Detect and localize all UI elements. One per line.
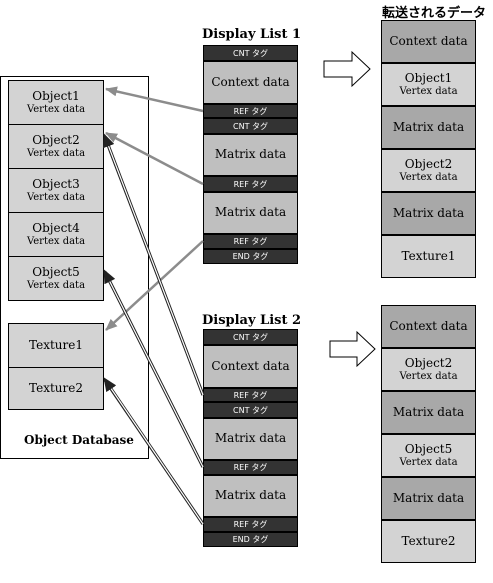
ref-arrow-dl2-object5 <box>103 269 205 468</box>
dl1-cnt-tag: CNT タグ <box>203 45 298 61</box>
dl2-end-tag: END タグ <box>203 532 298 547</box>
object-database-frame <box>0 76 149 459</box>
out2-object5: Object5 Vertex data <box>381 434 476 477</box>
db-texture1: Texture1 <box>8 323 104 368</box>
out1-object1: Object1 Vertex data <box>381 63 476 106</box>
dl2-matrix-data-2: Matrix data <box>203 475 298 517</box>
out2-matrix-data-2-label: Matrix data <box>392 490 465 505</box>
out2-matrix-data-1: Matrix data <box>381 391 476 434</box>
out1-context-data: Context data <box>381 20 476 63</box>
out2-texture2: Texture2 <box>381 520 476 563</box>
dl1-matrix-data-2: Matrix data <box>203 192 298 234</box>
out2-matrix-data-1-label: Matrix data <box>392 404 465 419</box>
out1-object2-name: Object2 <box>404 156 453 171</box>
db-object1-sub: Vertex data <box>26 103 86 115</box>
out2-object2-name: Object2 <box>404 355 453 370</box>
db-object4-sub: Vertex data <box>26 235 86 247</box>
transfer-arrow-2 <box>329 330 376 368</box>
out2-object2: Object2 Vertex data <box>381 348 476 391</box>
out2-matrix-data-2: Matrix data <box>381 477 476 520</box>
ref-arrow-dl1-object2 <box>105 131 204 186</box>
dl2-cnt-tag: CNT タグ <box>203 329 298 345</box>
db-texture1-name: Texture1 <box>29 337 83 352</box>
dl2-ref-tag-2: REF タグ <box>203 460 298 475</box>
dl2-ref-tag-1: REF タグ <box>203 388 298 402</box>
out1-matrix-data-2-label: Matrix data <box>392 205 465 220</box>
db-object1-name: Object1 <box>32 88 80 103</box>
db-object3-sub: Vertex data <box>26 191 86 203</box>
object-database-title: Object Database <box>24 433 134 447</box>
db-object5-sub: Vertex data <box>26 279 86 291</box>
ref-arrow-dl1-texture1 <box>105 240 204 331</box>
dl1-matrix-data-1: Matrix data <box>203 134 298 176</box>
out1-object1-sub: Vertex data <box>399 85 458 97</box>
transfer-arrow-1 <box>323 50 371 88</box>
display-list-2-title: Display List 2 <box>202 313 302 328</box>
ref-arrow-dl2-object2 <box>103 133 205 396</box>
out1-context-data-label: Context data <box>389 33 468 48</box>
db-object4-name: Object4 <box>32 220 80 235</box>
dl1-ref-tag-2: REF タグ <box>203 176 298 192</box>
out2-object2-sub: Vertex data <box>399 370 458 382</box>
db-texture2: Texture2 <box>8 367 104 410</box>
dl2-matrix-data-1: Matrix data <box>203 418 298 460</box>
db-object5-name: Object5 <box>32 264 80 279</box>
display-list-1-title: Display List 1 <box>202 27 302 42</box>
ref-arrow-dl2-texture2 <box>103 377 205 525</box>
transfer-data-title: 転送されるデータ <box>382 6 487 21</box>
db-object2-name: Object2 <box>32 132 80 147</box>
out2-context-data-label: Context data <box>389 318 468 333</box>
out2-object5-sub: Vertex data <box>399 456 458 468</box>
dl2-ref-tag-3: REF タグ <box>203 517 298 532</box>
out2-context-data: Context data <box>381 305 476 348</box>
db-object2-sub: Vertex data <box>26 147 86 159</box>
out1-texture1: Texture1 <box>381 235 476 278</box>
out1-matrix-data-2: Matrix data <box>381 192 476 235</box>
dl2-context-data: Context data <box>203 345 298 388</box>
out1-matrix-data-1-label: Matrix data <box>392 119 465 134</box>
dl1-context-data: Context data <box>203 61 298 104</box>
dl1-ref-tag-1: REF タグ <box>203 104 298 118</box>
out1-texture1-label: Texture1 <box>401 248 456 263</box>
out1-object2: Object2 Vertex data <box>381 149 476 192</box>
out1-matrix-data-1: Matrix data <box>381 106 476 149</box>
db-texture2-name: Texture2 <box>29 380 83 395</box>
out2-texture2-label: Texture2 <box>401 533 456 548</box>
dl1-end-tag: END タグ <box>203 249 298 264</box>
dl1-cnt-tag-2: CNT タグ <box>203 118 298 134</box>
db-object1: Object1 Vertex data <box>8 80 104 125</box>
db-object4: Object4 Vertex data <box>8 212 104 257</box>
out1-object2-sub: Vertex data <box>399 171 458 183</box>
dl1-ref-tag-3: REF タグ <box>203 234 298 249</box>
db-object5: Object5 Vertex data <box>8 256 104 301</box>
dl2-cnt-tag-2: CNT タグ <box>203 402 298 418</box>
out1-object1-name: Object1 <box>404 70 453 85</box>
out2-object5-name: Object5 <box>404 441 453 456</box>
db-object3-name: Object3 <box>32 176 80 191</box>
ref-arrow-dl1-object1 <box>105 86 204 113</box>
